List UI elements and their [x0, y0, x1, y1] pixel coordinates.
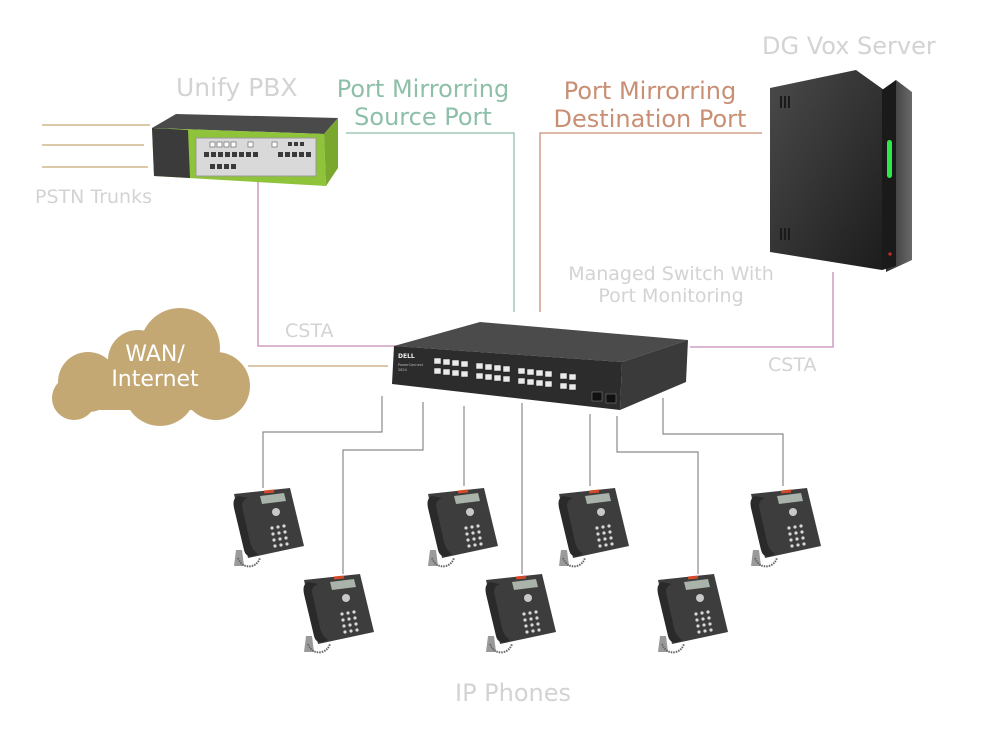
- phone-icon: [485, 574, 556, 654]
- destination-port-line: [539, 132, 762, 312]
- cloud-label: WAN/ Internet: [80, 342, 230, 393]
- switch-model-line-1: PowerConnect: [398, 363, 424, 367]
- phone-icon: [427, 488, 498, 568]
- phone-icon: [303, 574, 374, 654]
- phone-icon: [558, 488, 629, 568]
- phone-line-1: [262, 396, 383, 488]
- wan-cloud: WAN/ Internet: [40, 300, 254, 428]
- server-power-led: [887, 140, 892, 178]
- pbx-icon: [152, 114, 338, 186]
- csta-right-label: CSTA: [768, 354, 817, 376]
- csta-right-line: [690, 272, 834, 348]
- ip-phone: [298, 570, 376, 664]
- pstn-label: PSTN Trunks: [35, 186, 152, 208]
- switch-brand: DELL: [398, 353, 415, 360]
- ip-phone: [228, 484, 306, 578]
- phone-icon: [657, 574, 728, 654]
- phones-label: IP Phones: [455, 679, 572, 707]
- phone-icon: [750, 488, 821, 568]
- cloud-icon: [52, 308, 250, 426]
- phone-line-6: [616, 416, 699, 574]
- source-port-label: Port Mirrorring Source Port: [330, 75, 516, 131]
- source-port-line: [346, 132, 515, 312]
- phone-line-2: [342, 402, 424, 574]
- switch-icon: DELL PowerConnect 2824: [392, 322, 688, 410]
- switch-label: Managed Switch With Port Monitoring: [560, 263, 782, 308]
- pbx-device: [148, 110, 340, 188]
- ip-phone: [652, 570, 730, 664]
- destination-port-label-line-2: Destination Port: [553, 104, 747, 133]
- ip-phone: [480, 570, 558, 664]
- ip-phone: [745, 484, 823, 578]
- phone-line-7: [662, 398, 784, 486]
- ip-phone: [553, 484, 631, 578]
- cloud-label-line-1: WAN/: [125, 342, 185, 367]
- ip-phone: [422, 484, 500, 578]
- server-label: DG Vox Server: [762, 32, 936, 60]
- managed-switch-device: DELL PowerConnect 2824: [386, 318, 692, 414]
- destination-port-label-line-1: Port Mirrorring: [563, 77, 737, 105]
- csta-left-label: CSTA: [285, 320, 334, 342]
- server-icon: [770, 70, 912, 272]
- switch-label-line-1: Managed Switch With: [568, 263, 774, 285]
- phone-icon: [233, 488, 304, 568]
- pbx-label: Unify PBX: [176, 73, 298, 102]
- switch-label-line-2: Port Monitoring: [598, 284, 744, 307]
- source-port-label-line-1: Port Mirrorring: [336, 75, 510, 103]
- cloud-label-line-2: Internet: [111, 367, 199, 393]
- csta-left-line: [257, 178, 397, 347]
- switch-model-line-2: 2824: [398, 368, 408, 372]
- destination-port-label: Port Mirrorring Destination Port: [550, 77, 750, 133]
- server-device: [766, 66, 916, 278]
- source-port-label-line-2: Source Port: [354, 102, 492, 131]
